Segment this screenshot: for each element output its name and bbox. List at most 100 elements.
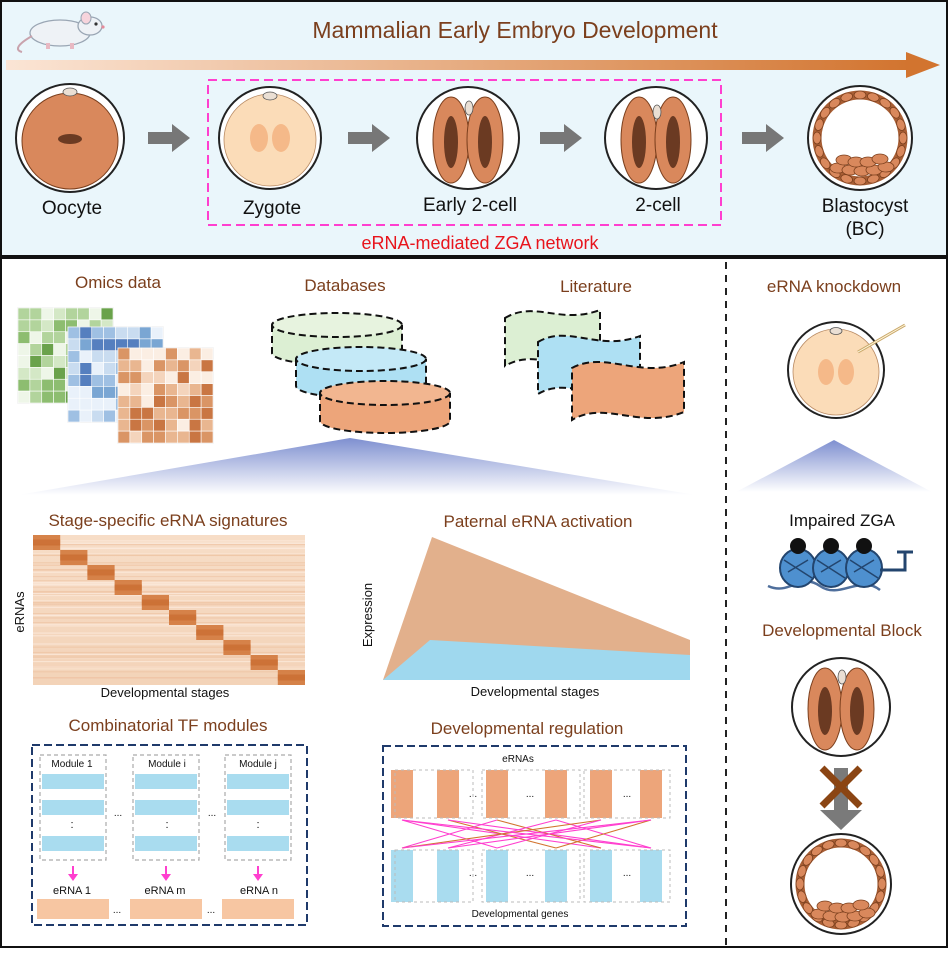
omics-cell — [200, 418, 214, 432]
trophectoderm-cell — [867, 92, 880, 102]
dev-group-box — [583, 849, 671, 903]
heatmap-noise-row — [33, 657, 305, 660]
dev-regulation-top-label: eRNAs — [502, 754, 534, 765]
heatmap-block-core — [60, 554, 88, 561]
top-panel: Mammalian Early Embryo Development Oocyt… — [0, 0, 948, 257]
module-vdots-i: : — [165, 819, 168, 831]
injection-needle-icon — [857, 323, 906, 354]
omics-cell — [100, 307, 114, 321]
heatmap-noise-row — [33, 581, 305, 583]
omics-cell — [117, 395, 131, 408]
omics-cell — [200, 371, 214, 384]
dev-group-box — [583, 769, 671, 819]
trophectoderm-cell — [820, 106, 831, 119]
omics-cell — [103, 409, 116, 423]
omics-cell — [188, 430, 202, 444]
omics-cell — [117, 371, 131, 384]
heatmap-noise-row — [33, 582, 305, 584]
omics-cell — [91, 397, 104, 411]
heatmap-noise-row — [33, 655, 305, 657]
module-label-j: Module j — [239, 759, 277, 770]
omics-cell — [200, 430, 214, 444]
knockdown-title: eRNA knockdown — [767, 277, 901, 296]
erna-box — [590, 770, 612, 818]
tf-bar — [227, 836, 289, 851]
trophectoderm-cell — [847, 840, 860, 850]
omics-cell — [177, 383, 190, 396]
omics-cell — [91, 362, 104, 375]
stage-label-blastocyst: Blastocyst — [822, 196, 909, 217]
omics-cell — [41, 378, 54, 392]
heatmap-noise-row — [33, 586, 305, 588]
tf-bar — [42, 774, 104, 789]
omics-cell — [188, 347, 202, 361]
omics-cell — [153, 371, 166, 384]
omics-cell — [67, 350, 81, 363]
omics-cell — [41, 319, 54, 333]
omics-cell — [117, 347, 131, 361]
signatures-heatmap — [33, 535, 305, 685]
knockdown-zygote — [787, 321, 885, 419]
heatmap-noise-row — [33, 543, 305, 546]
omics-cell — [141, 371, 154, 384]
omics-cell — [153, 359, 166, 373]
omics-cell — [153, 418, 166, 432]
trophectoderm-cell — [828, 98, 841, 109]
omics-cell — [17, 367, 31, 380]
omics-cell — [188, 359, 202, 373]
heatmap-block-core — [141, 599, 169, 606]
omics-cell — [138, 326, 152, 340]
dev-regulation-bottom-label: Developmental genes — [472, 909, 569, 920]
heatmap-noise-row — [33, 671, 305, 673]
trophectoderm-cell — [853, 90, 867, 100]
stage-arrows — [148, 124, 784, 152]
omics-cell — [41, 343, 54, 356]
omics-cell — [200, 347, 214, 361]
module-label-i: Module i — [148, 759, 186, 770]
omics-cell — [67, 338, 81, 352]
tf-bar — [135, 800, 197, 815]
regulation-link — [401, 819, 498, 849]
omics-cell — [103, 374, 116, 387]
dev-ellipsis-top-3: ... — [623, 789, 631, 800]
dev-ellipsis-bottom-2: ... — [526, 868, 534, 879]
heatmap-noise-row — [33, 547, 305, 550]
two-cell — [604, 86, 708, 190]
erna-box — [486, 770, 508, 818]
heatmap-noise-row — [33, 660, 305, 663]
tf-modules: Module 1 Module i Module j ... ... : : :… — [37, 754, 294, 919]
omics-cell — [129, 430, 143, 444]
tf-modules-title: Combinatorial TF modules — [68, 716, 267, 735]
heatmap-block-core — [33, 539, 61, 546]
module-arrow-head — [68, 874, 78, 881]
heatmap-noise-row — [33, 677, 305, 679]
heatmap-noise-row — [33, 540, 305, 542]
omics-cell — [29, 367, 43, 380]
omics-cell — [29, 355, 43, 368]
omics-cell — [153, 395, 166, 408]
paternal-ylabel: Expression — [360, 583, 375, 647]
heatmap-noise-row — [33, 591, 305, 593]
omics-cell — [103, 326, 116, 340]
database-icon — [271, 312, 451, 434]
omics-cell — [79, 338, 93, 352]
module-vdots-1: : — [70, 819, 73, 831]
knockdown-wedge — [736, 440, 932, 492]
omics-cell — [79, 362, 93, 375]
omics-cell — [129, 359, 143, 373]
gene-box — [545, 850, 567, 902]
omics-cell — [141, 418, 154, 432]
blocked-2cell — [791, 657, 891, 757]
dev-block-title: Developmental Block — [762, 621, 922, 640]
erna-bar — [130, 899, 202, 919]
heatmap-noise-row — [33, 554, 305, 556]
omics-cell — [141, 347, 154, 361]
omics-cell — [29, 307, 43, 321]
trophectoderm-cell — [797, 890, 807, 903]
heatmap-noise-row — [33, 562, 305, 564]
omics-cell — [141, 383, 154, 396]
omics-cell — [17, 319, 31, 333]
trophectoderm-cell — [797, 865, 807, 878]
gene-box — [590, 850, 612, 902]
omics-cell — [103, 350, 116, 363]
